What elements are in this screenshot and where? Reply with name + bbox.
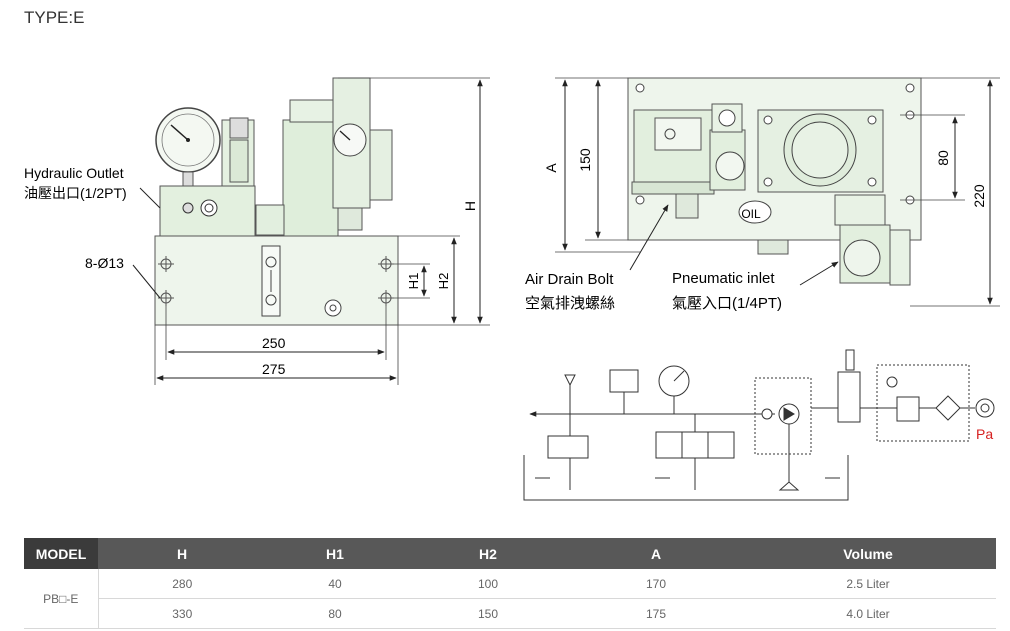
hydraulic-schematic bbox=[523, 349, 995, 501]
header-volume: Volume bbox=[740, 538, 996, 569]
header-h: H bbox=[98, 538, 266, 569]
front-view bbox=[132, 77, 490, 385]
cell-h: 280 bbox=[98, 569, 266, 599]
cell-h1: 80 bbox=[266, 598, 404, 629]
dim-80: 80 bbox=[935, 150, 951, 166]
cell-volume: 4.0 Liter bbox=[740, 598, 996, 629]
cell-a: 175 bbox=[572, 598, 740, 629]
header-a: A bbox=[572, 538, 740, 569]
cell-volume: 2.5 Liter bbox=[740, 569, 996, 599]
dim-H: H bbox=[462, 201, 478, 211]
pneumatic-inlet-label-zh: 氣壓入口(1/4PT) bbox=[672, 295, 782, 312]
dim-H1: H1 bbox=[406, 273, 421, 290]
pa-label: Pa bbox=[976, 426, 993, 442]
top-view bbox=[555, 77, 1000, 307]
holes-label: 8-Ø13 bbox=[85, 255, 124, 271]
cell-h: 330 bbox=[98, 598, 266, 629]
dim-250: 250 bbox=[262, 335, 286, 351]
spec-table: MODEL H H1 H2 A Volume PB□-E 280 40 100 … bbox=[24, 538, 996, 629]
page-title: TYPE:E bbox=[24, 8, 85, 27]
cell-h2: 150 bbox=[404, 598, 572, 629]
air-drain-label: Air Drain Bolt bbox=[525, 271, 614, 288]
oil-cap-icon bbox=[738, 200, 772, 224]
mount-hole-icon bbox=[158, 256, 394, 306]
header-h1: H1 bbox=[266, 538, 404, 569]
pneumatic-inlet-label: Pneumatic inlet bbox=[672, 270, 775, 287]
cell-h1: 40 bbox=[266, 569, 404, 599]
hydraulic-outlet-label: Hydraulic Outlet bbox=[24, 165, 124, 181]
table-row: 330 80 150 175 4.0 Liter bbox=[24, 598, 996, 629]
header-model: MODEL bbox=[24, 538, 98, 569]
table-header-row: MODEL H H1 H2 A Volume bbox=[24, 538, 996, 569]
dim-H2: H2 bbox=[436, 273, 451, 290]
cell-h2: 100 bbox=[404, 569, 572, 599]
cell-a: 170 bbox=[572, 569, 740, 599]
oil-cap-label: OIL bbox=[741, 207, 761, 221]
model-cell: PB□-E bbox=[24, 569, 99, 629]
header-h2: H2 bbox=[404, 538, 572, 569]
air-drain-label-zh: 空氣排洩螺絲 bbox=[525, 295, 615, 312]
drawing-canvas: Hydraulic Outlet 油壓出口(1/2PT) 8-Ø13 250 2… bbox=[24, 77, 1000, 501]
dim-150: 150 bbox=[577, 148, 593, 172]
hydraulic-outlet-label-zh: 油壓出口(1/2PT) bbox=[24, 185, 127, 201]
dim-A: A bbox=[543, 163, 559, 173]
dim-275: 275 bbox=[262, 361, 286, 377]
table-row: PB□-E 280 40 100 170 2.5 Liter bbox=[24, 569, 996, 629]
dim-220: 220 bbox=[971, 184, 987, 208]
